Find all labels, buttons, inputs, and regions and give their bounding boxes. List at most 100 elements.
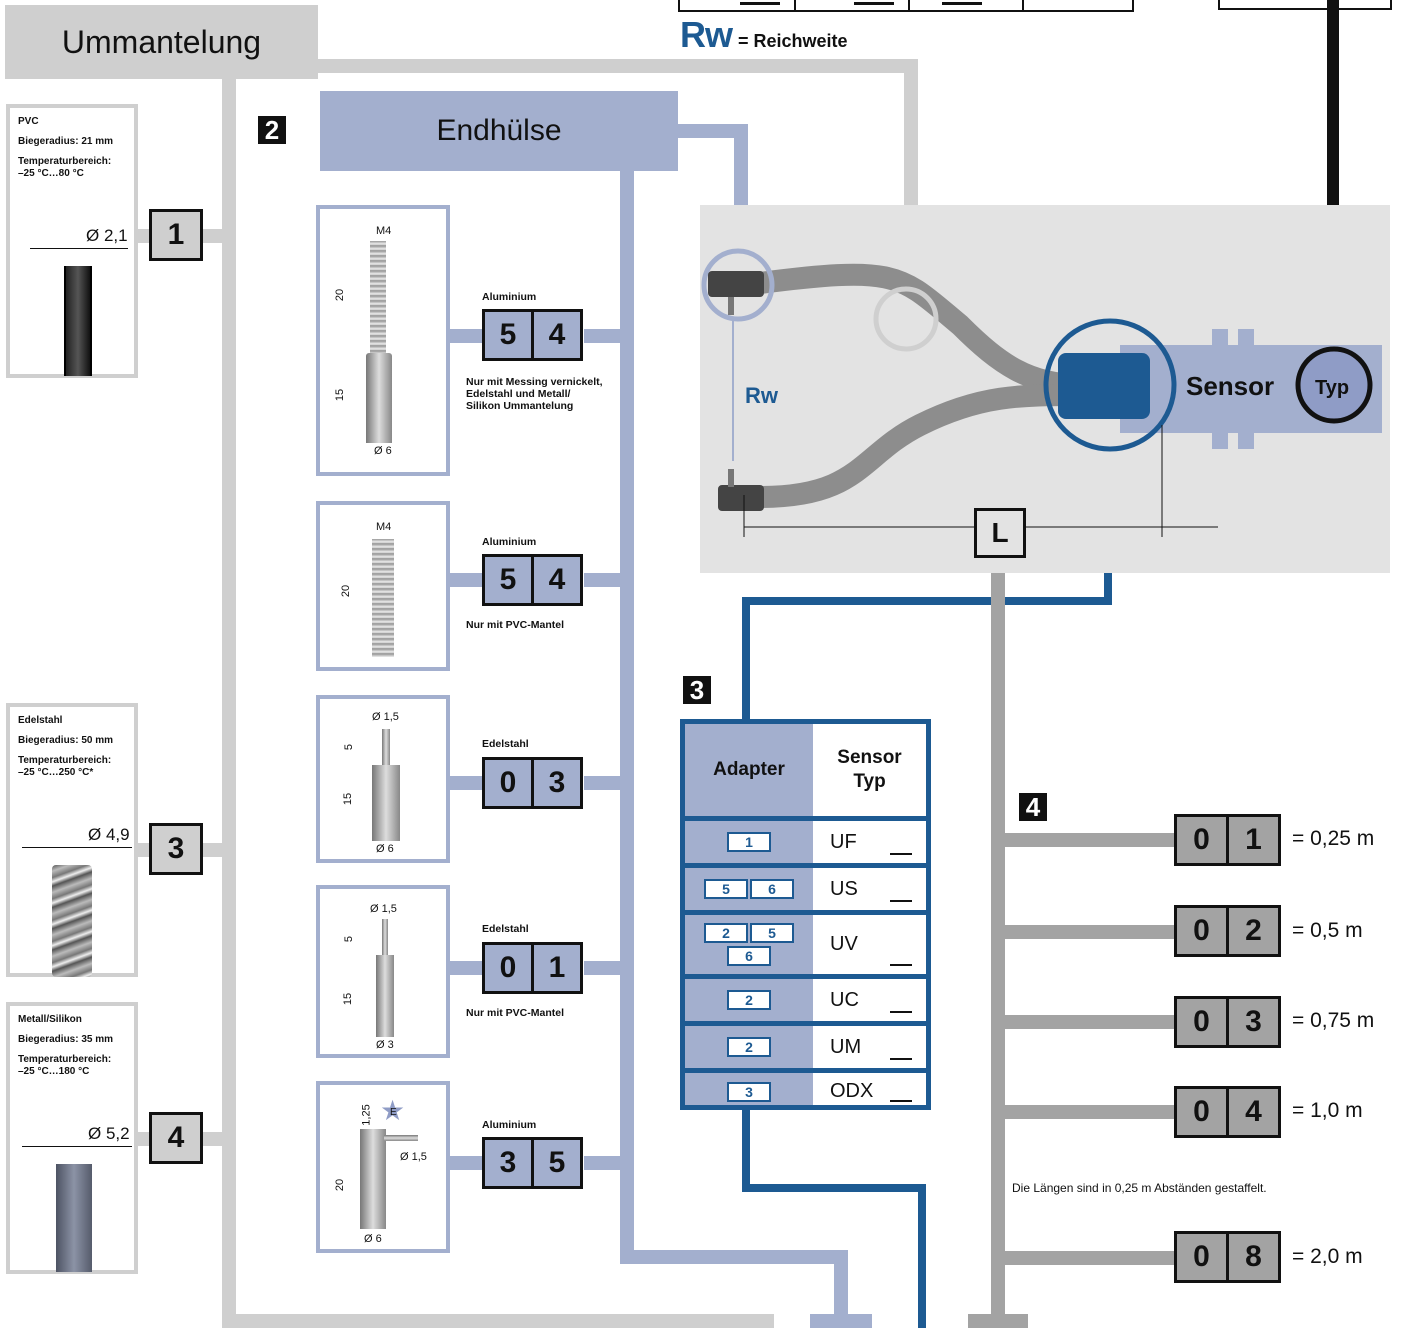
sensor-label: Sensor xyxy=(1186,371,1275,401)
sensor-typ-header-line1: Sensor xyxy=(837,747,902,768)
dim-thread: M4 xyxy=(376,225,392,237)
endsleeve-material-5: Aluminium xyxy=(482,1119,537,1131)
adapter-code: 1 xyxy=(727,832,771,852)
cable-radius: Biegeradius: 21 mm xyxy=(18,136,114,147)
dim-e-label: E xyxy=(390,1107,397,1118)
length-note: Die Längen sind in 0,25 m Abständen gest… xyxy=(1012,1181,1267,1195)
code-digit: 4 xyxy=(531,554,583,606)
blank-line xyxy=(890,1011,912,1013)
cable-temp-label: Temperaturbereich: xyxy=(18,755,112,766)
cable-image xyxy=(64,266,92,376)
metall-card-link xyxy=(136,1132,150,1146)
endsleeve-bottom-pin xyxy=(728,469,734,487)
ummantelung-branch-4 xyxy=(201,1132,226,1146)
adapter-header: Adapter xyxy=(713,759,785,780)
sensor-typ-header-line2: Typ xyxy=(853,771,886,792)
dim-length-1: 5 xyxy=(343,935,356,943)
cable-temp: –25 °C…180 °C xyxy=(18,1066,90,1077)
length-code-025: 0 1 xyxy=(1174,814,1281,866)
code-digit: 0 xyxy=(1174,1086,1229,1138)
code-digit: 2 xyxy=(1226,905,1281,957)
laenge-trunk xyxy=(991,556,1005,1328)
endsleeve-code-5: 3 5 xyxy=(482,1137,583,1189)
endsleeve-card-4: Ø 1,5 5 15 Ø 3 xyxy=(316,885,450,1058)
adapter-code: 5 xyxy=(750,923,794,943)
cable-diameter: Ø 5,2 xyxy=(88,1124,130,1143)
endsleeve-card-5: ★ E 1,25 20 Ø 1,5 Ø 6 xyxy=(316,1081,450,1253)
sleeve-tip xyxy=(382,919,388,955)
typ-label: Typ xyxy=(1315,377,1350,399)
dim-length-2: 15 xyxy=(342,992,355,1006)
cable-card-edelstahl: Edelstahl Biegeradius: 50 mm Temperaturb… xyxy=(6,703,138,977)
card3-link xyxy=(448,776,482,790)
endhuelse-branch-4 xyxy=(584,961,624,975)
adapter-circle xyxy=(1043,318,1177,452)
adapter-code: 6 xyxy=(750,879,794,899)
length-value-1: = 1,0 m xyxy=(1292,1099,1363,1122)
blank-line xyxy=(890,1058,912,1060)
dim-tip: Ø 1,5 xyxy=(372,711,399,723)
ummantelung-top-line xyxy=(318,59,918,73)
cable-dim-line xyxy=(22,847,132,848)
laenge-branch-8 xyxy=(1001,1251,1176,1265)
endhuelse-branch-1 xyxy=(584,329,624,343)
length-code-05: 0 2 xyxy=(1174,905,1281,957)
endsleeve-material-3: Edelstahl xyxy=(482,738,529,750)
endhuelse-title: Endhülse xyxy=(436,114,562,147)
blank-line xyxy=(890,964,912,966)
top-right-box-fragment xyxy=(1218,0,1392,10)
dim-diameter: Ø 6 xyxy=(374,445,392,457)
endsleeve-top-pin xyxy=(728,297,734,315)
section-number-2: 2 xyxy=(258,116,286,144)
endsleeve-material-1: Aluminium xyxy=(482,291,537,303)
pvc-card-link xyxy=(136,229,150,243)
code-digit: 5 xyxy=(482,309,534,361)
code-digit: 5 xyxy=(531,1137,583,1189)
endhuelse-header: Endhülse xyxy=(320,91,678,171)
adapter-body xyxy=(1058,353,1150,419)
rw-legend: Rw = Reichweite xyxy=(680,14,848,56)
cable-name: PVC xyxy=(18,116,39,127)
cable-dim-line xyxy=(22,1146,132,1147)
sleeve-body xyxy=(372,765,400,841)
dim-diameter: Ø 3 xyxy=(376,1039,394,1051)
rw-legend-text: = Reichweite xyxy=(738,31,848,51)
laenge-branch-1 xyxy=(1001,833,1176,847)
adapter-code: 5 xyxy=(704,879,748,899)
card2-link xyxy=(448,573,482,587)
cable-name: Metall/Silikon xyxy=(18,1014,82,1025)
code-digit: 8 xyxy=(1226,1231,1281,1283)
code-digit: 0 xyxy=(482,942,534,994)
table-row: 2 UM xyxy=(685,1021,926,1068)
fiber-cable-lower xyxy=(759,384,1081,508)
endsleeve-note-1: Nur mit Messing vernickelt, Edelstahl un… xyxy=(466,376,603,412)
section-number-3: 3 xyxy=(683,676,711,704)
blank-line xyxy=(890,853,912,855)
endsleeve-top xyxy=(708,271,764,297)
adapter-line-bottom-h xyxy=(742,1184,926,1192)
code-digit: 5 xyxy=(482,554,534,606)
sleeve-body xyxy=(366,353,392,443)
sensor-type: UF xyxy=(830,830,857,853)
laenge-branch-3 xyxy=(1001,1015,1176,1029)
endsleeve-note-4: Nur mit PVC-Mantel xyxy=(466,1007,565,1019)
endhuelse-branch-5 xyxy=(584,1156,624,1170)
cable-diameter: Ø 4,9 xyxy=(88,825,130,844)
blank-line xyxy=(890,900,912,902)
blank-line xyxy=(890,1100,912,1102)
endhuelse-bottom-line xyxy=(620,1250,846,1264)
ummantelung-branch-3 xyxy=(201,843,226,857)
adapter-code: 2 xyxy=(727,1037,771,1057)
ummantelung-circle xyxy=(873,286,939,352)
top-table-fragment xyxy=(678,0,1134,12)
code-digit: 0 xyxy=(482,757,534,809)
cable-dim-line xyxy=(30,248,128,249)
card5-link xyxy=(448,1156,482,1170)
endsleeve-circle xyxy=(701,248,775,322)
dim-length-1: 20 xyxy=(340,584,353,598)
adapter-code: 2 xyxy=(727,990,771,1010)
endsleeve-note-2: Nur mit PVC-Mantel xyxy=(466,619,565,631)
fiber-cable-upper xyxy=(758,263,1081,396)
sleeve-body xyxy=(360,1129,386,1229)
